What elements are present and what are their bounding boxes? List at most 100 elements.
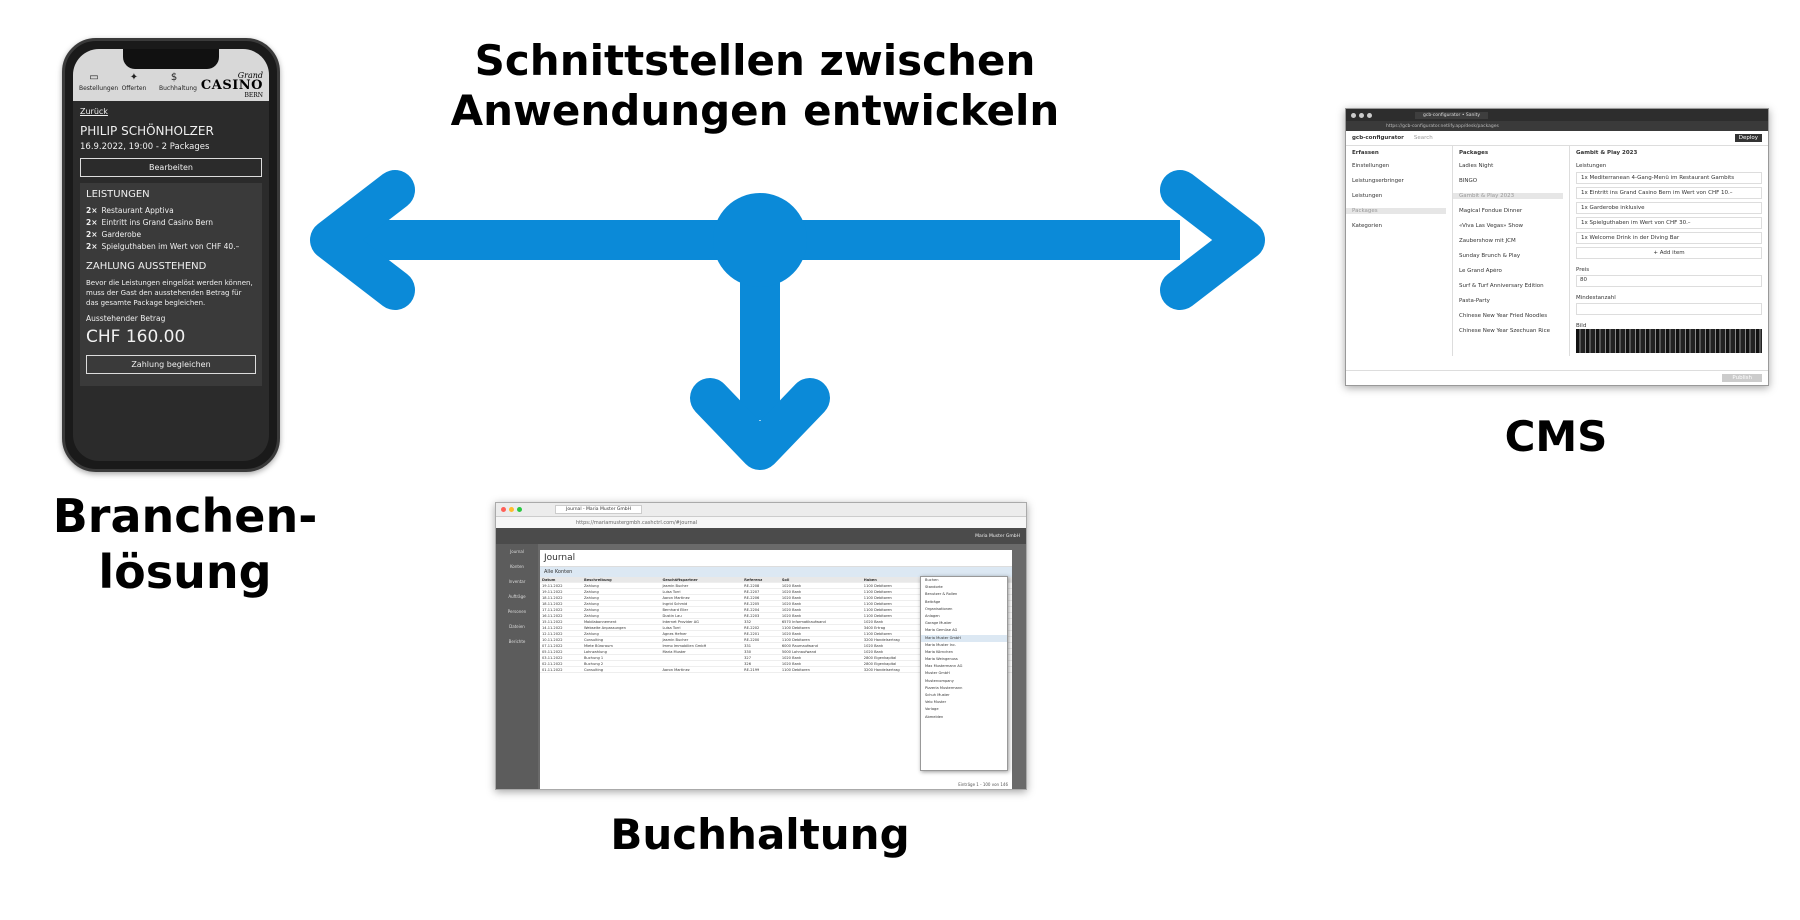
tab-all-accounts[interactable]: Alle Konten — [540, 567, 1012, 577]
table-cell: Buchung 1 — [581, 654, 661, 661]
service-row[interactable]: 1x Garderobe inklusive — [1576, 202, 1762, 214]
deploy-button[interactable]: Deploy — [1734, 134, 1762, 142]
table-cell — [660, 660, 743, 667]
table-cell: 1020 Bank — [779, 660, 862, 667]
window-zoom-icon[interactable] — [517, 507, 522, 512]
menu-item[interactable]: Muster GmbH — [925, 671, 950, 676]
orders-icon: ▭ — [89, 72, 99, 83]
cms-window: gcb-configurator • Sanity https://gcb-co… — [1345, 108, 1769, 386]
accounting-browser-tab[interactable]: Journal - Maria Muster GmbH — [555, 505, 642, 514]
sidebar-item-inventory[interactable]: Inventar — [508, 579, 526, 584]
menu-item[interactable]: Standorte — [925, 585, 943, 590]
table-cell: 1020 Bank — [779, 582, 862, 589]
nav-orders[interactable]: ▭Bestellungen — [79, 72, 119, 92]
cms-search-input[interactable]: Search — [1413, 135, 1433, 141]
table-cell: Internet Provider AG — [660, 618, 743, 625]
table-cell: 6570 Informatikaufwand — [779, 618, 862, 625]
table-header-cell[interactable]: Soll — [779, 577, 862, 583]
sidebar-item-persons[interactable]: Personen — [507, 609, 527, 614]
package-item[interactable]: Magical Fondue Dinner — [1459, 208, 1523, 214]
label-line: Branchen- — [52, 489, 318, 543]
table-header-cell[interactable]: Datum — [540, 577, 582, 583]
table-cell: 1020 Bank — [779, 654, 862, 661]
package-item[interactable]: Pasta-Party — [1459, 298, 1490, 304]
package-item[interactable]: Sunday Brunch & Play — [1459, 253, 1521, 259]
sidebar-item-files[interactable]: Dateien — [509, 624, 525, 629]
window-minimize-icon[interactable] — [509, 507, 514, 512]
package-item[interactable]: Ladies Night — [1459, 163, 1494, 169]
cms-browser-tab[interactable]: gcb-configurator • Sanity — [1415, 111, 1489, 119]
menu-item[interactable]: Beiträge — [925, 599, 941, 604]
menu-item[interactable]: Anlagen — [925, 613, 940, 618]
edit-button[interactable]: Bearbeiten — [80, 158, 262, 177]
service-row[interactable]: 1x Eintritt ins Grand Casino Bern im Wer… — [1576, 187, 1762, 199]
package-item[interactable]: BINGO — [1459, 178, 1478, 184]
table-cell: 17.11.2022 — [540, 606, 582, 613]
service-row[interactable]: 1x Mediterranean 4-Gang-Menü im Restaura… — [1576, 172, 1762, 184]
menu-item[interactable]: Benutzer & Rollen — [925, 592, 958, 597]
sidebar-item-journal[interactable]: Journal — [510, 549, 524, 554]
cms-footer: Publish — [1346, 370, 1768, 385]
package-item[interactable]: Surf & Turf Anniversary Edition — [1459, 283, 1544, 289]
menu-item[interactable]: Max Mustermann AG — [925, 664, 963, 669]
sidebar-item-accounts[interactable]: Konten — [510, 564, 524, 569]
menu-item[interactable]: Schuh Muster — [925, 693, 950, 697]
table-header-cell[interactable]: Beschreibung — [581, 577, 661, 583]
package-item[interactable]: «Viva Las Vegas» Show — [1459, 223, 1524, 229]
menu-item[interactable]: Maria Muster GmbH — [921, 634, 1007, 642]
table-header-cell[interactable]: Referenz — [742, 577, 780, 583]
table-header-cell[interactable]: Geschäftspartner — [660, 577, 743, 583]
service-row[interactable]: 1x Spielguthaben im Wert von CHF 30.– — [1576, 217, 1762, 229]
table-cell: RE-2202 — [742, 624, 780, 631]
arrow-right-head — [1160, 170, 1265, 310]
package-image[interactable] — [1576, 329, 1762, 353]
structure-item[interactable]: Einstellungen — [1352, 163, 1390, 169]
sidebar-item-orders[interactable]: Aufträge — [508, 594, 526, 599]
menu-item[interactable]: Garage Muster — [925, 621, 952, 626]
menu-item[interactable]: Vorlage — [925, 707, 939, 712]
menu-item[interactable]: Organisationen — [925, 606, 953, 611]
cms-titlebar: gcb-configurator • Sanity — [1346, 109, 1768, 121]
service-row[interactable]: 1x Welcome Drink in der Diving Bar — [1576, 232, 1762, 244]
service-item: 2×Garderobe — [86, 230, 142, 239]
pay-button[interactable]: Zahlung begleichen — [86, 355, 256, 374]
back-link[interactable]: Zurück — [80, 107, 108, 116]
table-cell: 1020 Bank — [779, 594, 862, 601]
menu-item[interactable]: Abmelden — [925, 714, 944, 719]
menu-item[interactable]: Maria Gemüse AG — [925, 628, 958, 633]
menu-item[interactable]: Pizzeria Mustermann — [925, 685, 963, 690]
journal-title: Journal — [540, 550, 1012, 567]
company-selector[interactable]: Maria Muster GmbH — [975, 533, 1020, 539]
structure-item[interactable]: Leistungserbringer — [1352, 178, 1404, 184]
package-item[interactable]: Chinese New Year Szechuan Rice — [1459, 328, 1550, 334]
publish-button[interactable]: Publish — [1722, 374, 1762, 382]
min-quantity-input[interactable] — [1576, 303, 1762, 315]
package-item[interactable]: Zaubershow mit JCM — [1459, 238, 1516, 244]
structure-item[interactable]: Packages — [1346, 208, 1446, 214]
structure-item[interactable]: Kategorien — [1352, 223, 1382, 229]
package-item[interactable]: Le Grand Apéro — [1459, 268, 1502, 274]
package-item[interactable]: Gambit & Play 2023 — [1453, 193, 1563, 199]
structure-item[interactable]: Leistungen — [1352, 193, 1383, 199]
table-cell: 326 — [742, 660, 780, 667]
cms-url-bar[interactable]: https://gcb-configurator.netlify.app/des… — [1346, 121, 1768, 131]
table-cell: RE-2207 — [742, 588, 780, 595]
menu-item[interactable]: Buchen — [925, 578, 939, 582]
window-close-icon[interactable] — [501, 507, 506, 512]
menu-item[interactable]: Maria Körnchen — [925, 649, 953, 654]
menu-item[interactable]: Maria Muster Inc. — [925, 642, 957, 647]
price-input[interactable]: 80 — [1576, 275, 1762, 287]
sidebar-item-reports[interactable]: Berichte — [508, 639, 526, 644]
menu-item[interactable]: Velo Muster — [925, 700, 947, 705]
package-item[interactable]: Chinese New Year Fried Noodles — [1459, 313, 1548, 319]
table-cell: 14.11.2022 — [540, 624, 582, 631]
nav-offers[interactable]: ✦Offerten — [119, 71, 149, 92]
editor-section-label: Leistungen — [1576, 163, 1607, 169]
table-cell: 3200 Handelsertrag — [861, 636, 930, 643]
menu-item[interactable]: Mustercompany — [925, 678, 954, 683]
nav-accounting[interactable]: $Buchhaltung — [159, 72, 197, 92]
menu-item[interactable]: Maria Weingenuss — [925, 657, 958, 662]
table-header-cell[interactable]: Haben — [861, 577, 930, 583]
add-item-button[interactable]: + Add item — [1576, 247, 1762, 259]
window-dot-icon — [1359, 112, 1364, 118]
